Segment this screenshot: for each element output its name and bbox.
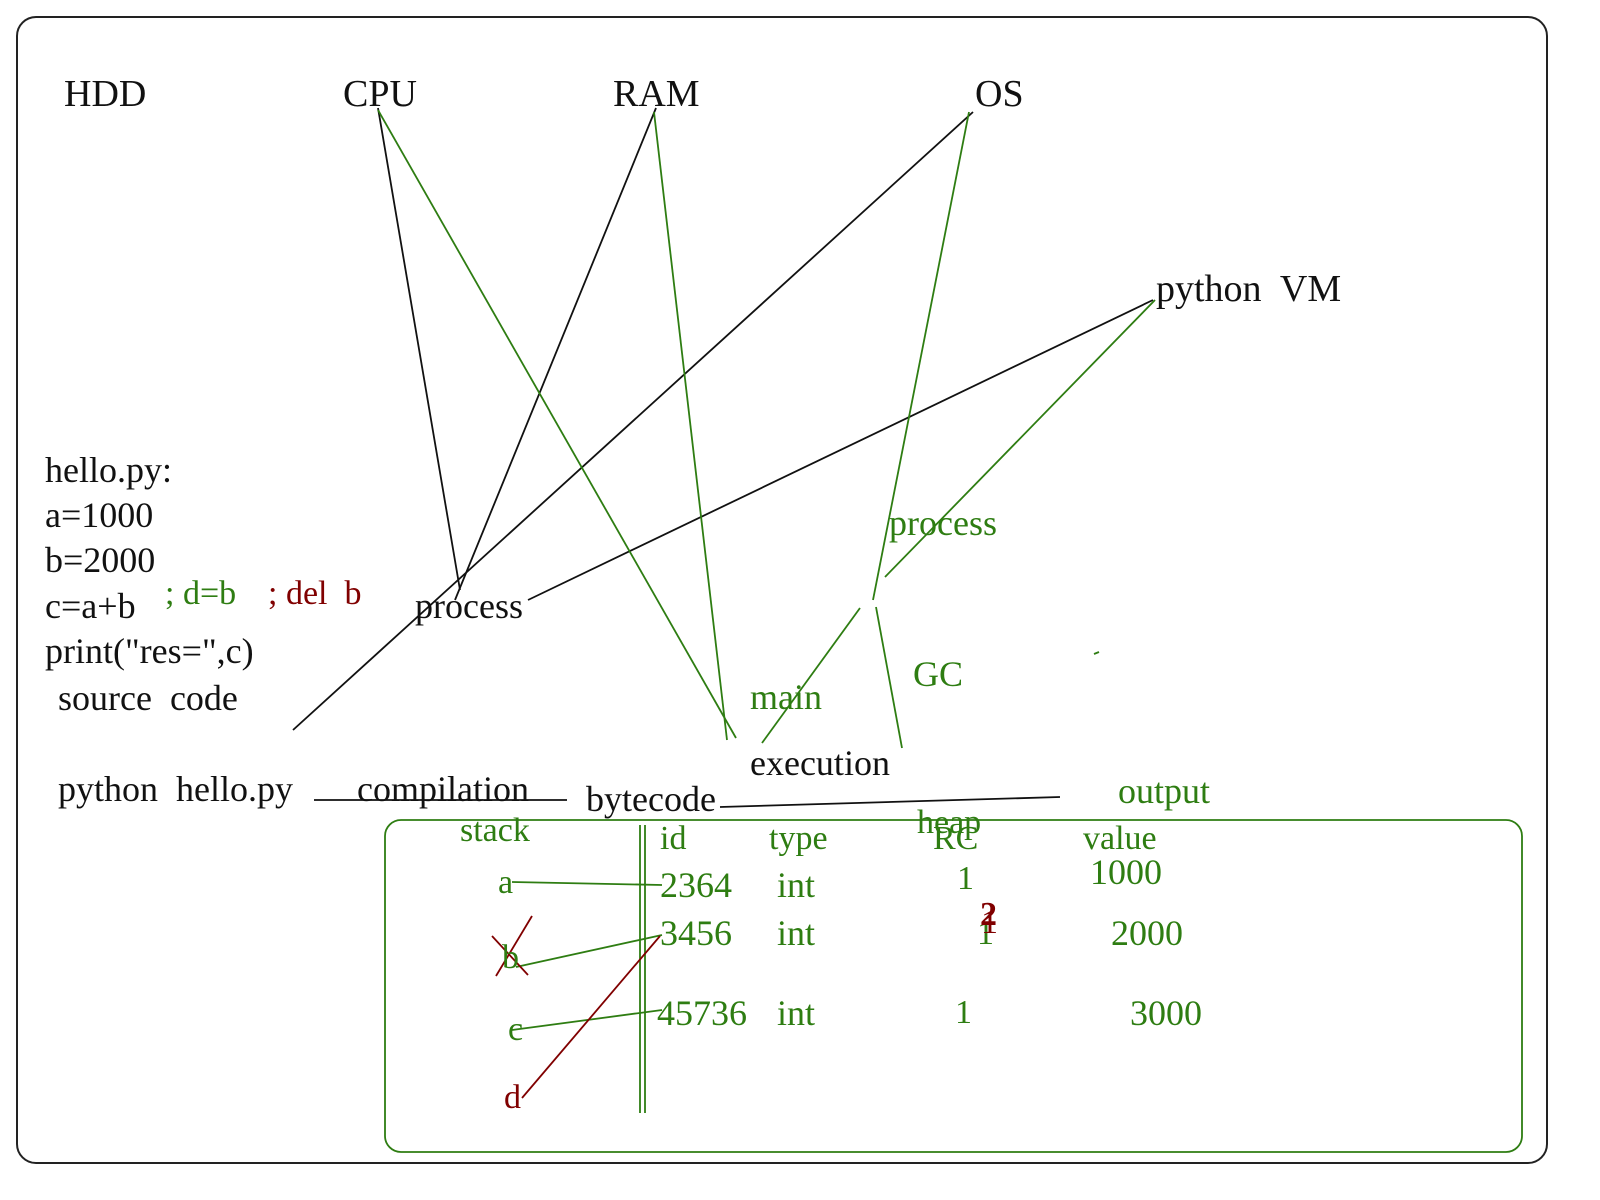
vm-process-to-main-line [761, 607, 861, 744]
heap-row-2-rc-edit-1: 2 [980, 896, 997, 933]
output-label: output [1118, 771, 1211, 811]
code-addition-green: ; d=b [165, 575, 237, 612]
heap-row-3-rc: 1 [955, 994, 972, 1031]
header-type: type [769, 820, 828, 857]
ram-to-execution-line [653, 111, 728, 741]
ram-to-process-line [454, 107, 657, 601]
header-id: id [660, 820, 687, 857]
heap-row-2-rc-edit-2: 1 [981, 904, 998, 941]
heap-box [384, 819, 1523, 1153]
diagram-frame [16, 16, 1548, 1164]
gc-label: GC [913, 654, 964, 694]
pythonvm-to-process-line [527, 299, 1154, 601]
header-rc: RC [933, 820, 979, 857]
code-line-2: b=2000 [45, 540, 156, 580]
code-addition-red: ; del b [268, 575, 362, 612]
os-to-vm-process-line [872, 111, 970, 601]
execution-label: execution [750, 743, 890, 783]
b-strike-1 [491, 935, 529, 976]
pythonvm-to-vm-process-line [884, 299, 1156, 578]
header-value: value [1083, 820, 1157, 857]
stray-dash-mark [1093, 651, 1100, 655]
bytecode-to-output-line [719, 796, 1061, 808]
code-caption: source code [58, 678, 238, 718]
a-ref-arrow [511, 881, 663, 886]
heap-row-3-type: int [777, 993, 816, 1033]
heap-row-1-id: 2364 [660, 865, 732, 905]
compilation-label: compilation [357, 769, 529, 809]
python-vm-label: python VM [1156, 268, 1342, 310]
process-label: process [415, 586, 523, 626]
code-line-3: c=a+b [45, 586, 136, 626]
stack-var-a: a [498, 864, 514, 901]
code-line-4: print("res=",c) [45, 631, 254, 671]
heap-row-3-value: 3000 [1130, 993, 1202, 1033]
os-label: OS [975, 73, 1024, 115]
heap-row-2-rc: 1 [977, 915, 994, 952]
command-label: python hello.py [58, 769, 293, 809]
b-ref-arrow [515, 934, 663, 968]
stack-var-b: b [502, 939, 519, 976]
heap-row-1-rc: 1 [957, 860, 974, 897]
cpu-to-execution-line [377, 109, 737, 739]
bytecode-label: bytecode [586, 779, 716, 819]
code-filename: hello.py: [45, 450, 172, 490]
vm-process-label: process [889, 503, 997, 543]
code-line-1: a=1000 [45, 495, 154, 535]
stack-label: stack [460, 812, 530, 849]
stack-var-d: d [504, 1079, 521, 1116]
d-ref-arrow [521, 935, 661, 1099]
os-to-source-line [292, 111, 974, 731]
b-strike-2 [495, 915, 533, 977]
c-ref-arrow [511, 1009, 663, 1031]
ram-label: RAM [613, 73, 700, 115]
heap-row-1-value: 1000 [1090, 852, 1162, 892]
vm-process-to-gc-line [875, 606, 903, 749]
heap-row-1-type: int [777, 865, 816, 905]
cpu-to-process-line [377, 107, 461, 591]
stack-var-c: c [508, 1011, 524, 1048]
cpu-label: CPU [343, 73, 417, 115]
hdd-label: HDD [64, 73, 147, 115]
heap-row-3-id: 45736 [657, 993, 747, 1033]
heap-row-2-value: 2000 [1111, 913, 1183, 953]
heap-row-2-id: 3456 [660, 913, 732, 953]
heap-label: heap [917, 804, 982, 841]
heap-row-2-type: int [777, 913, 816, 953]
main-label: main [750, 677, 822, 717]
